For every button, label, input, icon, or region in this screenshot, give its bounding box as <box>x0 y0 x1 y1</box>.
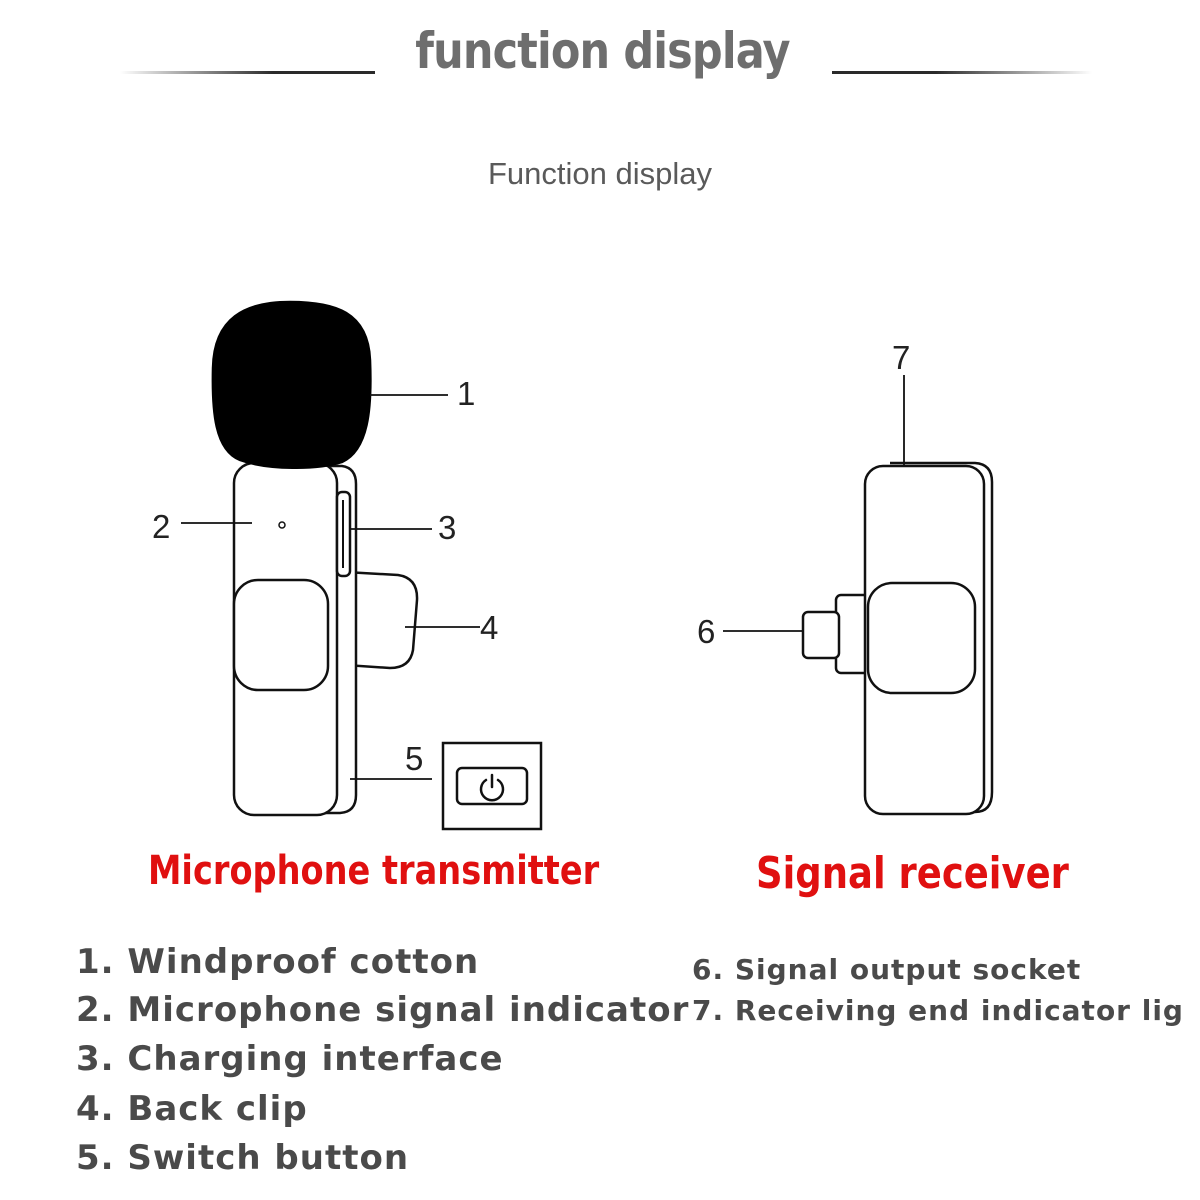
legend-item-7: 7. Receiving end indicator lig <box>692 994 1184 1027</box>
power-icon <box>479 773 505 802</box>
callout-leader-lines <box>181 375 905 780</box>
back-clip <box>343 570 419 670</box>
legend-item-1: 1. Windproof cotton <box>76 942 480 982</box>
windproof-cotton <box>211 300 372 470</box>
output-connector-tip <box>801 610 841 660</box>
receiver-front-pad <box>866 581 977 695</box>
header-rule-left <box>120 71 375 74</box>
callout-2: 2 <box>152 508 170 545</box>
page-title: function display <box>415 22 790 80</box>
transmitter-caption: Microphone transmitter <box>148 848 600 894</box>
legend-item-6: 6. Signal output socket <box>692 953 1082 986</box>
switch-button-inset <box>441 741 543 831</box>
legend-item-3: 3. Charging interface <box>76 1039 504 1079</box>
callout-4: 4 <box>480 609 498 646</box>
front-clip-pad <box>232 578 330 692</box>
microphone-transmitter-illustration <box>211 300 419 817</box>
receiver-caption: Signal receiver <box>756 848 1069 899</box>
callout-5: 5 <box>405 740 423 777</box>
legend-item-2: 2. Microphone signal indicator <box>76 990 690 1030</box>
mic-indicator-hole <box>278 521 286 529</box>
header-rule-right <box>832 71 1092 74</box>
signal-receiver-illustration <box>801 461 994 816</box>
callout-3: 3 <box>438 509 456 546</box>
callout-1: 1 <box>457 375 475 412</box>
callout-6: 6 <box>697 613 715 650</box>
page-subtitle: Function display <box>487 156 712 191</box>
legend-item-4: 4. Back clip <box>76 1089 308 1129</box>
legend-item-5: 5. Switch button <box>76 1138 410 1178</box>
callout-7: 7 <box>892 339 910 376</box>
